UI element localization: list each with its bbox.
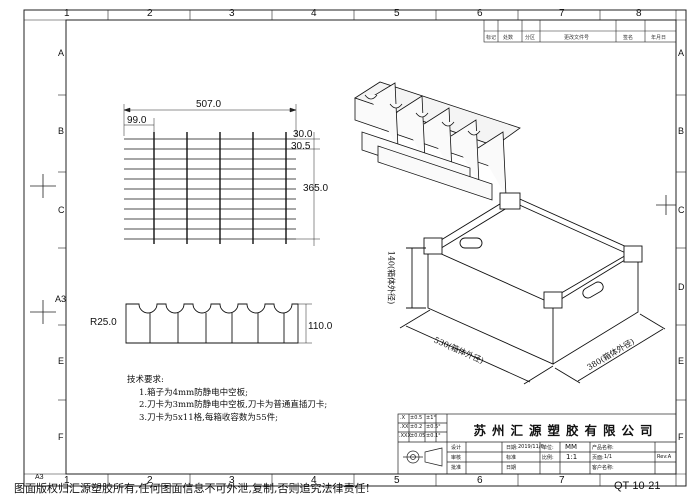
tb-date-label: 日期: (506, 445, 518, 451)
note-3: 3.刀卡为5x11格,每箱收容数为55件; (139, 412, 279, 423)
divider-grid (124, 132, 296, 244)
zone-bottom-1: 1 (64, 475, 70, 486)
outer-frame (23, 9, 687, 487)
tol-key-1: .X (400, 415, 406, 421)
tb-approve: 批准 (451, 465, 462, 471)
tb-unit-label: 单位: (542, 445, 554, 451)
note-1: 1.箱子为4mm防静电中空板; (139, 387, 249, 398)
zone-right-d: D (678, 282, 685, 292)
tol-key-3: .XXX (399, 433, 411, 439)
zone-right-f: F (678, 432, 684, 442)
drawing-number: QT-10-21 (614, 480, 661, 492)
revision-block (483, 19, 677, 43)
zone-top-4: 4 (311, 8, 317, 19)
title-block-frame (397, 413, 677, 475)
tol-val-2: ±0.2 (410, 424, 423, 430)
tol-val-1: ±0.5 (410, 415, 423, 421)
rev-signature: 签名 (623, 35, 634, 41)
zone-right-a: A (678, 48, 685, 58)
zone-right-b: B (678, 126, 685, 136)
tol-ang-3: ±0.1° (426, 433, 441, 439)
zone-left-b: B (58, 126, 65, 136)
tb-review: 审核 (451, 455, 462, 461)
zone-bottom-5: 5 (394, 475, 400, 486)
technical-notes: 技术要求: 1.箱子为4mm防静电中空板; 2.刀卡为3mm防静电中空板,刀卡为… (127, 374, 327, 424)
tb-version: Rev:A (657, 454, 672, 460)
zone-ticks (58, 10, 686, 486)
rev-count: 处数 (503, 35, 514, 41)
tb-design: 设计 (451, 445, 462, 451)
tb-customer: 客户名称: (592, 465, 614, 471)
dim-width: 507.0 (196, 99, 222, 110)
divider-dimensions (123, 104, 320, 246)
dim-offset: 99.0 (127, 115, 147, 126)
zone-bottom-6: 6 (477, 475, 483, 486)
note-2: 2.刀卡为3mm防静电中空板,刀卡为普通直插刀卡; (139, 400, 328, 410)
company-name: 苏州汇源塑胶有限公司 (473, 423, 659, 438)
tb-date-value: 2019/11/6 (518, 444, 544, 450)
tb-product-name: 产品名称: (592, 445, 614, 451)
zone-top-5: 5 (394, 8, 400, 19)
copyright-notice: 图面版权归汇源塑胶所有,任何图面信息不可外泄,复制,否则追究法律责任! (14, 482, 370, 495)
zone-right-e: E (678, 356, 685, 366)
rev-date: 年月日 (651, 35, 667, 41)
rev-zone: 分区 (525, 35, 536, 41)
strip-dimension (298, 303, 312, 344)
tol-ang-1: ±1° (426, 415, 436, 421)
zone-left-d: A3 (55, 294, 67, 304)
zone-bottom-4: 4 (311, 475, 317, 486)
tb-unit-value: MM (565, 443, 578, 451)
tb-standard: 标准 (506, 455, 517, 461)
notes-title: 技术要求: (127, 375, 164, 385)
dim-slot-gap: 30.5 (291, 141, 311, 152)
rev-mark: 标记 (486, 35, 497, 41)
zone-left-c: C (58, 205, 65, 215)
tol-val-3: ±0.05 (410, 433, 426, 439)
divider-strip-profile (125, 303, 299, 344)
centering-marks (30, 174, 676, 324)
zone-left-e: E (58, 356, 65, 366)
tol-key-2: .XX (400, 424, 409, 430)
zone-bottom-3: 3 (229, 475, 235, 486)
zone-top-2: 2 (147, 8, 153, 19)
dim-slot-width: 30.0 (293, 129, 313, 140)
zone-top-6: 6 (477, 8, 483, 19)
paper-size: A3 (35, 474, 44, 481)
box-height-label: 140(箱体外径) (386, 250, 396, 305)
zone-right-c: C (678, 205, 685, 215)
rev-file-no: 更改文件号 (564, 35, 590, 41)
tol-ang-2: ±0.5° (426, 424, 441, 430)
projection-symbol (403, 447, 443, 467)
tb-scale-label: 比例: (542, 455, 554, 461)
box-isometric (399, 192, 666, 385)
zone-top-3: 3 (229, 8, 235, 19)
zone-top-8: 8 (636, 8, 642, 19)
zone-bottom-7: 7 (559, 475, 565, 486)
divider-isometric (354, 81, 521, 201)
dim-height: 365.0 (303, 183, 329, 194)
dim-slot-depth: 110.0 (308, 321, 333, 332)
zone-left-f: F (58, 432, 64, 442)
dim-radius: R25.0 (90, 317, 117, 328)
tb-date-row: 日期 (506, 465, 517, 471)
zone-top-1: 1 (64, 8, 70, 19)
zone-top-7: 7 (559, 8, 565, 19)
tb-sheet-value: 1/1 (604, 454, 613, 460)
zone-left-a: A (58, 48, 65, 58)
tb-sheet-label: 页面: (592, 455, 604, 461)
zone-bottom-2: 2 (147, 475, 153, 486)
tb-scale-value: 1:1 (566, 453, 578, 461)
